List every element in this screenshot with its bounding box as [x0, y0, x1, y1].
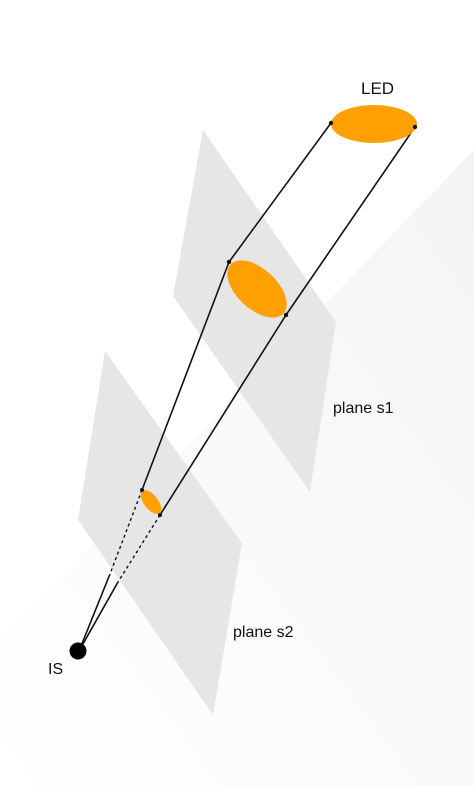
plane-s2-label: plane s2: [233, 624, 294, 641]
led-spot: [331, 105, 417, 143]
s2-left-point: [140, 488, 144, 492]
led-label: LED: [361, 79, 395, 98]
ray-left-lower: [78, 573, 111, 652]
ray-left-middle: [141, 261, 230, 491]
ray-right-hidden: [117, 514, 161, 583]
image-sensor-label: IS: [48, 661, 64, 678]
ray-right-lower: [78, 581, 119, 652]
plane-s2-spot: [140, 490, 162, 514]
ray-right-upper: [285, 126, 416, 316]
ray-left-upper: [228, 122, 332, 263]
background-shade: [0, 150, 474, 786]
s1-left-point: [226, 259, 232, 265]
s2-right-point: [158, 513, 162, 517]
plane-s2: [78, 351, 242, 715]
plane-s1-spot: [227, 260, 287, 318]
led-left-point: [328, 120, 334, 126]
ray-right-middle: [159, 314, 287, 516]
image-sensor-point: [69, 642, 87, 660]
plane-s1-label: plane s1: [333, 400, 394, 417]
ray-left-hidden: [109, 489, 143, 575]
led-right-point: [412, 124, 418, 130]
s1-right-point: [283, 312, 289, 318]
